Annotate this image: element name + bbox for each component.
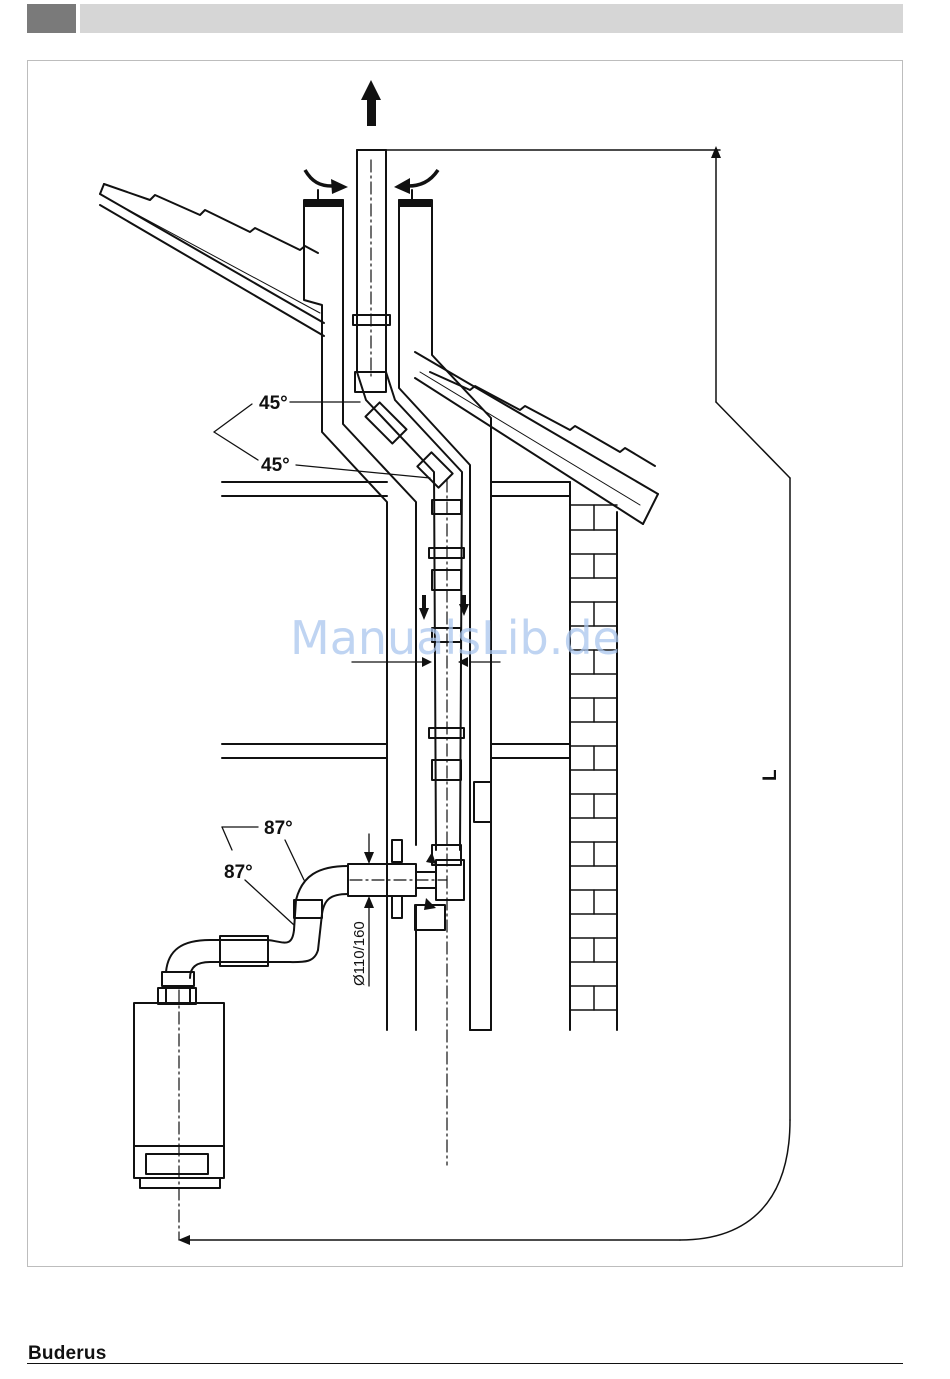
leader-lines	[214, 402, 500, 986]
roof-left	[100, 184, 324, 336]
length-dimension	[186, 150, 790, 1240]
angle-label-top-upper: 45°	[259, 393, 288, 414]
air-intake-left-icon	[331, 179, 348, 194]
diameter-label: Ø110/160	[351, 921, 368, 986]
dia-arrow-top-icon	[364, 852, 374, 864]
dia-arrow-bottom-icon	[364, 896, 374, 908]
flow-arrow-upper-icon	[426, 852, 436, 864]
exhaust-arrow-shaft	[367, 98, 376, 126]
cleanout-block	[392, 782, 491, 930]
horizontal-connection	[162, 860, 464, 1003]
length-arrow-bottom-icon	[178, 1235, 190, 1245]
length-label: L	[760, 769, 781, 781]
angle-label-bottom-lower: 87°	[224, 862, 253, 883]
angle-label-bottom-upper: 87°	[264, 818, 293, 839]
exhaust-arrow-icon	[361, 80, 381, 100]
roof-right	[415, 352, 658, 524]
center-lines	[179, 160, 447, 1240]
air-intake-right-icon	[394, 178, 410, 194]
brick-wall	[570, 482, 617, 1030]
length-arrow-top-icon	[711, 146, 721, 158]
footer-rule	[27, 1363, 903, 1364]
watermark: ManualsLib.de	[290, 611, 621, 665]
brand-logo: Buderus	[28, 1343, 106, 1365]
angle-label-top-lower: 45°	[261, 455, 290, 476]
